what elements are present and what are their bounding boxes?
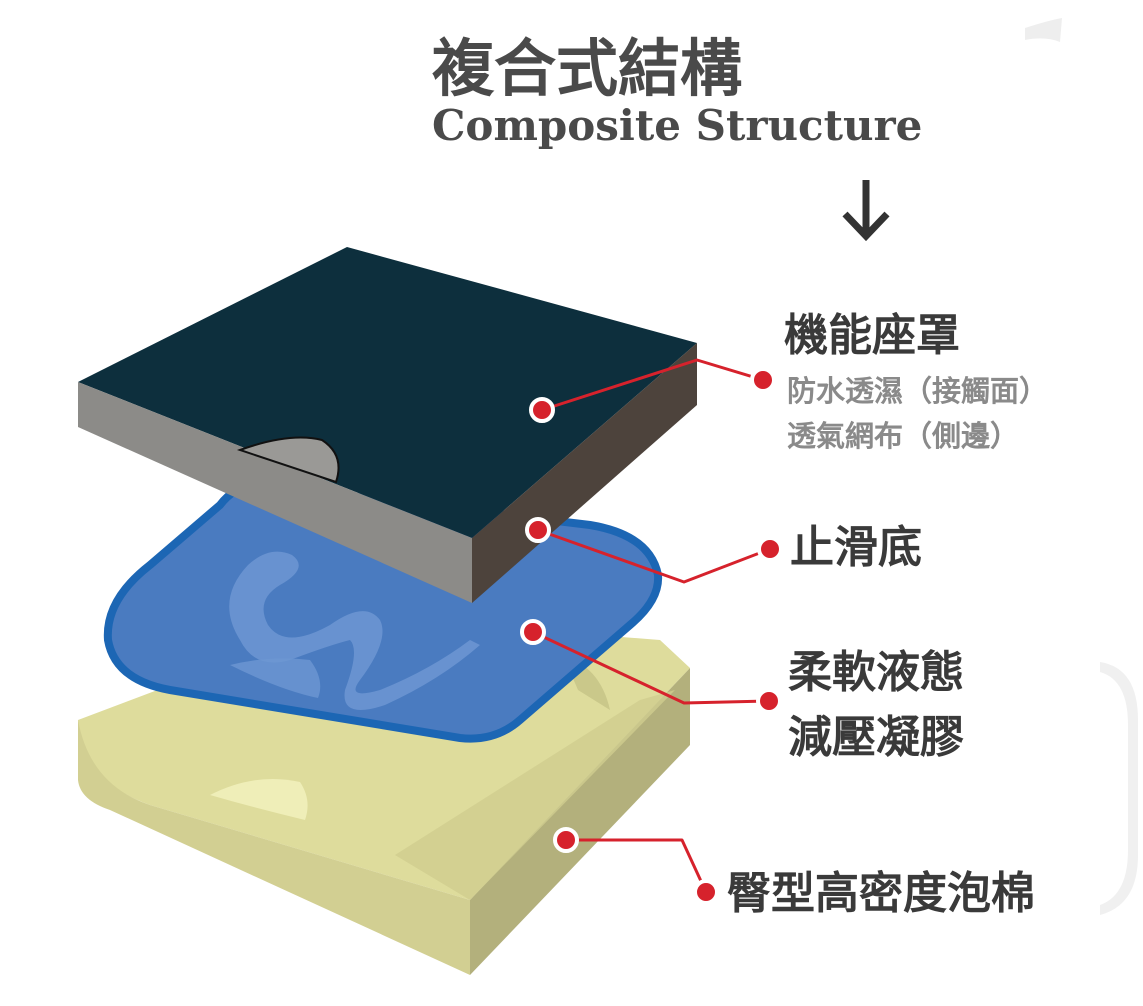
label-antislip: 止滑底 bbox=[790, 522, 922, 573]
title-chinese: 複合式結構 bbox=[432, 32, 742, 105]
foam-contour-left bbox=[210, 778, 308, 820]
cover-front bbox=[78, 382, 472, 603]
label-cover-sub-2: 透氣網布（側邊） bbox=[787, 419, 1019, 453]
label-cover-sub-1: 防水透濕（接觸面） bbox=[787, 374, 1048, 408]
gel-swirl-lower bbox=[230, 658, 321, 698]
decorative-bracket-top bbox=[1025, 18, 1062, 42]
marker-dot bbox=[520, 619, 546, 645]
leader-antislip bbox=[525, 517, 783, 584]
cover-flap bbox=[236, 436, 340, 484]
cover-top bbox=[78, 247, 697, 538]
leader-cover bbox=[529, 358, 776, 423]
marker-dot bbox=[693, 879, 719, 905]
marker-dot bbox=[756, 688, 782, 714]
leader-foam bbox=[553, 827, 719, 905]
label-gel-line2: 減壓凝膠 bbox=[788, 712, 964, 763]
label-gel-line1: 柔軟液態 bbox=[788, 647, 964, 698]
decorative-bracket-right bbox=[1100, 662, 1138, 915]
marker-dot bbox=[553, 827, 579, 853]
title-english: Composite Structure bbox=[432, 101, 922, 150]
marker-dot bbox=[750, 367, 776, 393]
marker-dot bbox=[529, 397, 555, 423]
label-foam: 臀型高密度泡棉 bbox=[727, 868, 1035, 919]
foam-contour-right bbox=[395, 690, 675, 900]
arrow-down-icon bbox=[842, 180, 890, 242]
marker-dot bbox=[757, 536, 783, 562]
label-cover: 機能座罩 bbox=[784, 310, 960, 361]
leader-gel bbox=[520, 619, 782, 714]
marker-dot bbox=[525, 517, 551, 543]
foam-front bbox=[78, 720, 470, 975]
gel-swirl bbox=[229, 551, 480, 710]
foam-side bbox=[470, 668, 690, 975]
